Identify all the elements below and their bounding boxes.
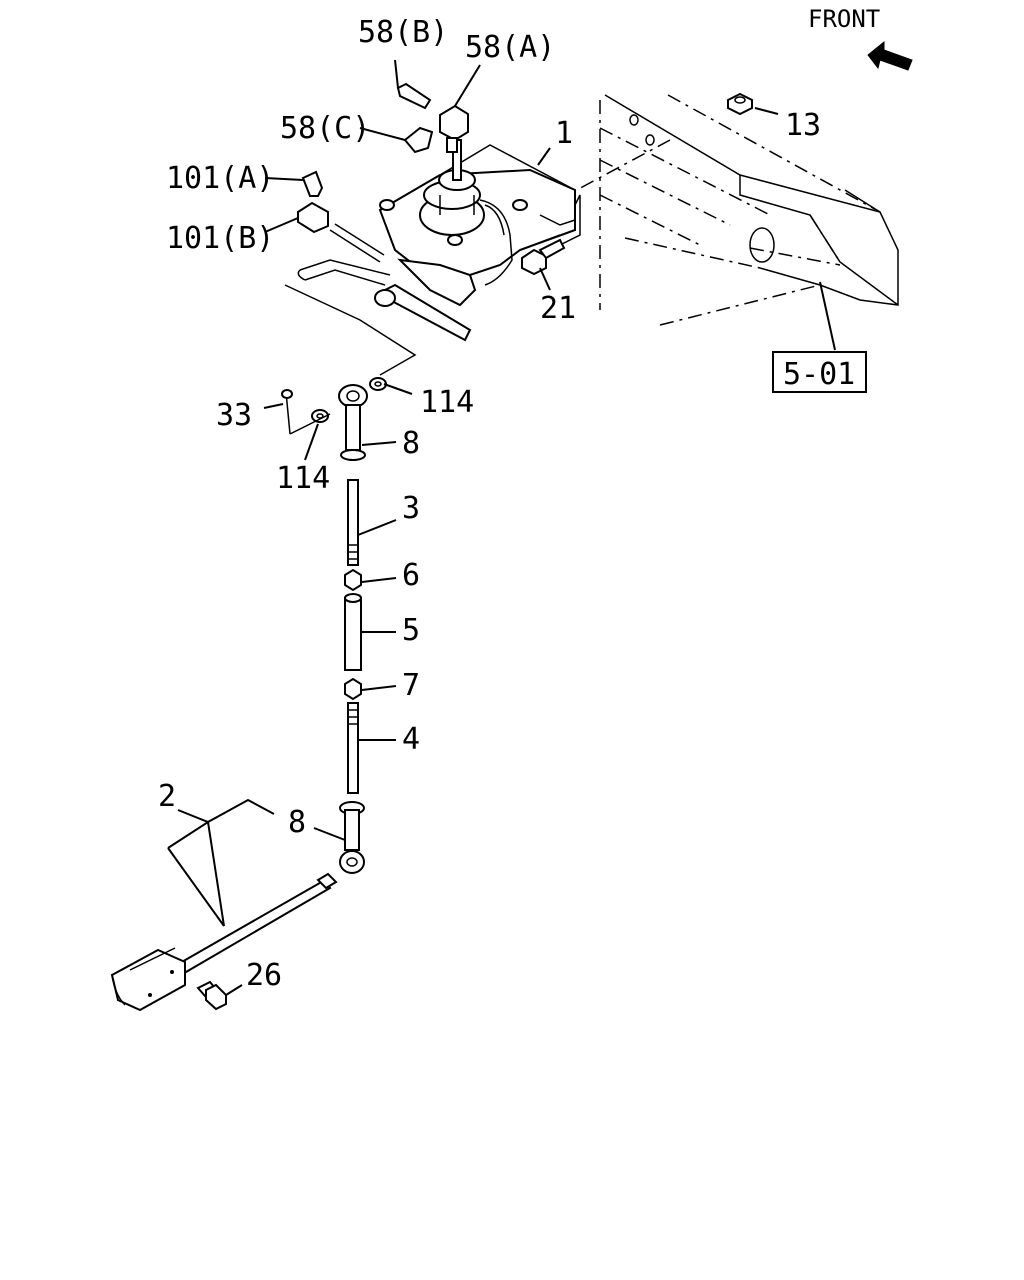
callout-114-lower: 114 — [276, 461, 330, 496]
valve-assembly-1 — [284, 139, 581, 376]
washer-114-lower — [311, 409, 329, 423]
fitting-101a — [301, 170, 324, 197]
callout-labels: 58(B) 58(A) 58(C) 1 13 101(A) 101(B) 21 … — [158, 15, 821, 993]
pedal-2 — [110, 872, 338, 1012]
front-arrow-icon — [867, 40, 913, 71]
sleeve-5 — [344, 593, 362, 671]
callout-3: 3 — [402, 491, 420, 526]
nut-6 — [344, 568, 362, 592]
callout-8-upper: 8 — [402, 426, 420, 461]
callout-13: 13 — [785, 108, 821, 143]
clevis-pin-33 — [281, 389, 293, 435]
callout-4: 4 — [402, 722, 420, 757]
callout-101b: 101(B) — [166, 221, 274, 256]
washer-114-upper — [369, 377, 387, 391]
callout-33: 33 — [216, 398, 252, 433]
rod-4 — [347, 702, 359, 794]
callout-7: 7 — [402, 668, 420, 703]
rod-end-8-upper — [338, 384, 368, 461]
chassis-frame — [529, 94, 899, 326]
callout-114-upper: 114 — [420, 385, 474, 420]
fitting-58c — [403, 126, 434, 154]
reference-label: 5-01 — [783, 357, 855, 392]
callout-26: 26 — [246, 958, 282, 993]
front-label: FRONT — [808, 5, 880, 33]
callout-5: 5 — [402, 613, 420, 648]
rod-3 — [347, 479, 359, 566]
callout-1: 1 — [555, 116, 573, 151]
callout-101a: 101(A) — [166, 161, 274, 196]
callout-58b: 58(B) — [358, 15, 448, 50]
elbow-58a — [439, 104, 469, 153]
callout-8-lower: 8 — [288, 805, 306, 840]
fitting-58b — [396, 82, 432, 110]
flange-nut-13 — [727, 92, 753, 116]
nut-7 — [344, 677, 362, 701]
callout-6: 6 — [402, 558, 420, 593]
rod-end-8-lower — [339, 801, 365, 874]
callout-58c: 58(C) — [280, 111, 370, 146]
reference-box[interactable]: 5-01 — [772, 351, 867, 393]
leader-lines — [167, 59, 836, 996]
callout-58a: 58(A) — [465, 30, 555, 65]
front-indicator: FRONT — [808, 5, 913, 71]
bolt-26 — [196, 980, 227, 1011]
connector-101b — [297, 201, 329, 234]
callout-2: 2 — [158, 779, 176, 814]
callout-21: 21 — [540, 291, 576, 326]
